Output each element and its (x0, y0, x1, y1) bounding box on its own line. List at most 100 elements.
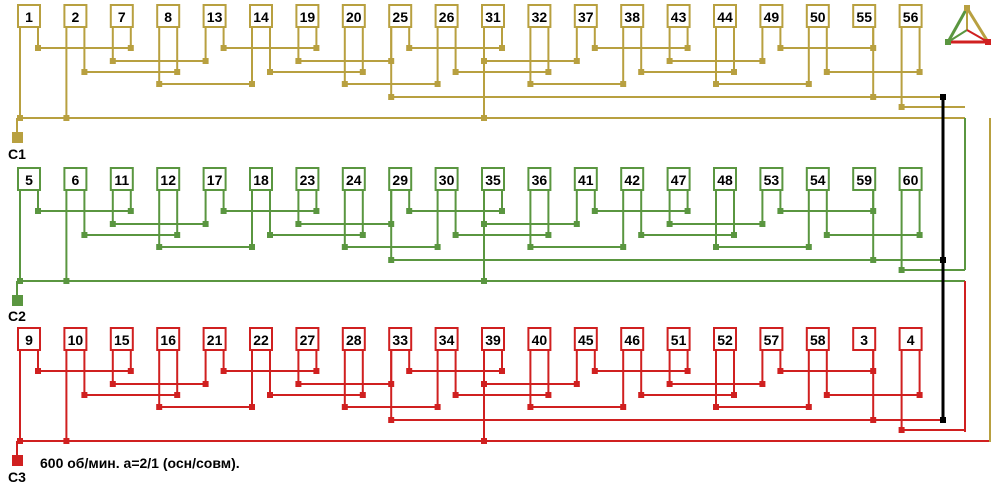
junction-dot (499, 368, 505, 374)
coil-connection (83, 350, 179, 396)
junction-dot (684, 45, 691, 51)
junction-dot (805, 404, 812, 410)
junction-dot (527, 244, 534, 250)
coil-label: 18 (253, 172, 269, 188)
coil-box-21 (202, 327, 227, 351)
junction-dot (591, 45, 598, 51)
coil-label: 30 (439, 172, 455, 188)
junction-dot (940, 257, 946, 263)
coil-connection (269, 27, 364, 73)
junction-dot (109, 58, 116, 64)
coil-box-47 (666, 167, 691, 191)
coil-box-26 (434, 4, 459, 28)
junction-dot (452, 232, 459, 238)
delta-icon-edge (965, 7, 990, 43)
coil-label: 2 (72, 9, 80, 25)
junction-dot (127, 208, 134, 214)
junction-dot (916, 392, 923, 398)
coil-label: 7 (118, 9, 126, 25)
coil-box-43 (666, 4, 691, 28)
junction-dot (777, 208, 784, 214)
junction-dot (295, 58, 302, 64)
junction-dot (666, 58, 673, 64)
junction-dot (777, 45, 784, 51)
junction-dot (573, 58, 580, 64)
junction-dot (870, 94, 877, 100)
coil-label: 21 (207, 332, 223, 348)
junction-dot (388, 257, 395, 263)
coil-label: 29 (392, 172, 408, 188)
coil-label: 16 (160, 332, 176, 348)
junction-dot (341, 244, 348, 250)
coil-connection (640, 27, 735, 73)
junction-dot (127, 368, 134, 374)
junction-dot (202, 221, 209, 227)
terminal-label-c1: C1 (8, 146, 26, 162)
coil-label: 50 (810, 9, 826, 25)
coil-box-41 (573, 167, 598, 191)
coil-label: 57 (764, 332, 780, 348)
junction-dot (591, 208, 598, 214)
junction-dot (620, 244, 627, 250)
junction-dot (17, 438, 23, 444)
junction-dot (313, 208, 320, 214)
coil-box-30 (434, 167, 459, 191)
junction-dot (156, 244, 163, 250)
junction-dot (313, 45, 320, 51)
coil-box-32 (527, 4, 552, 28)
junction-dot (916, 69, 923, 75)
junction-dot (174, 232, 181, 238)
junction-dot (898, 104, 905, 110)
junction-dot (898, 427, 905, 433)
coil-label: 51 (671, 332, 687, 348)
coil-label: 13 (207, 9, 223, 25)
coil-label: 12 (160, 172, 176, 188)
coil-connection (158, 350, 253, 408)
junction-dot (359, 69, 366, 75)
coil-connection (83, 27, 179, 73)
junction-dot (545, 392, 552, 398)
coil-box-56 (898, 4, 923, 28)
coil-box-10 (63, 327, 88, 351)
junction-dot (359, 232, 366, 238)
junction-dot (452, 69, 459, 75)
coil-label: 32 (532, 9, 548, 25)
coil-connection (454, 190, 550, 236)
terminal-C3 (12, 455, 23, 466)
coil-label: 58 (810, 332, 826, 348)
junction-dot (805, 244, 812, 250)
junction-dot (63, 115, 70, 121)
coil-label: 44 (717, 9, 733, 25)
junction-dot (295, 221, 302, 227)
coil-label: 1 (25, 9, 33, 25)
junction-dot (452, 392, 459, 398)
junction-dot (434, 404, 441, 410)
junction-dot (220, 208, 227, 214)
coil-label: 45 (578, 332, 594, 348)
junction-dot (573, 381, 580, 387)
coil-box-54 (805, 167, 830, 191)
coil-box-52 (713, 327, 737, 351)
junction-dot (267, 69, 273, 75)
coil-label: 38 (624, 9, 640, 25)
junction-dot (666, 221, 673, 227)
junction-dot (713, 244, 719, 250)
coil-box-1 (17, 4, 41, 28)
junction-dot (527, 404, 534, 410)
junction-dot (127, 45, 134, 51)
junction-dot (63, 438, 70, 444)
coil-connection (83, 190, 179, 236)
junction-dot (109, 221, 116, 227)
coil-connection (269, 190, 364, 236)
junction-dot (759, 58, 766, 64)
junction-dot (499, 45, 505, 51)
coil-box-53 (759, 167, 784, 191)
delta-icon-edge (947, 29, 968, 43)
junction-dot (359, 392, 366, 398)
return-wire (900, 27, 965, 108)
junction-dot (731, 392, 737, 398)
terminal-label-c3: C3 (8, 469, 26, 485)
junction-dot (527, 81, 534, 87)
coil-box-44 (713, 4, 737, 28)
